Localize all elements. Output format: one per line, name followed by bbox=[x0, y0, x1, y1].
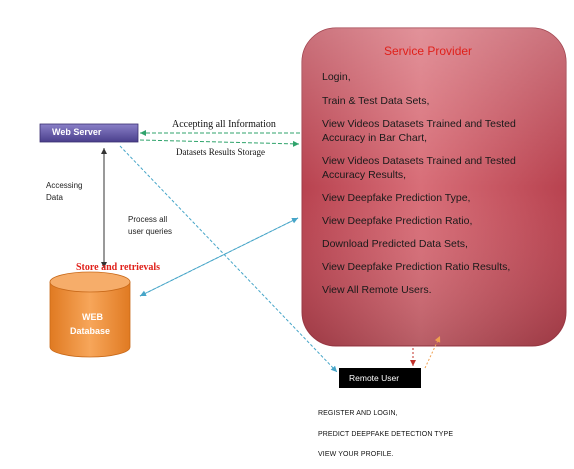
edge-label-process-all: Process all bbox=[128, 215, 168, 224]
edge-label-results-storage: Datasets Results Storage bbox=[176, 147, 265, 157]
remote-user-box bbox=[339, 368, 421, 388]
edge-label-user-queries: user queries bbox=[128, 227, 173, 236]
edge-results-storage bbox=[139, 139, 300, 147]
sp-item-login: Login, bbox=[322, 71, 351, 83]
ru-item-register: REGISTER AND LOGIN, bbox=[318, 410, 398, 417]
edge-db-provider bbox=[139, 217, 299, 297]
sp-item-ratio-results: View Deepfake Prediction Ratio Results, bbox=[322, 261, 511, 273]
sp-item-accuracy-line1: View Videos Datasets Trained and Tested bbox=[322, 155, 516, 167]
ru-item-predict: PREDICT DEEPFAKE DETECTION TYPE bbox=[318, 431, 454, 438]
edge-provider-db bbox=[139, 217, 299, 297]
web-server-label: Web Server bbox=[52, 127, 102, 137]
service-provider-box bbox=[301, 27, 567, 347]
edge-label-accessing: Accessing bbox=[46, 181, 83, 190]
edge-label-accepting-info: Accepting all Information bbox=[172, 119, 276, 130]
edge-remote-provider bbox=[424, 335, 441, 369]
sp-item-accuracy-line2: Accuracy Results, bbox=[322, 169, 407, 181]
sp-item-bar-chart-line2: Accuracy in Bar Chart, bbox=[322, 132, 428, 144]
remote-user-label: Remote User bbox=[349, 373, 400, 383]
web-server-box bbox=[39, 123, 139, 143]
sp-item-bar-chart-line1: View Videos Datasets Trained and Tested bbox=[322, 118, 516, 130]
sp-item-prediction-ratio: View Deepfake Prediction Ratio, bbox=[322, 215, 473, 227]
edge-label-store-retrievals: Store and retrievals bbox=[76, 262, 161, 273]
sp-item-prediction-type: View Deepfake Prediction Type, bbox=[322, 192, 471, 204]
edge-label-data: Data bbox=[46, 193, 63, 202]
sp-item-remote-users: View All Remote Users. bbox=[322, 284, 432, 296]
database-label-web: WEB bbox=[82, 312, 103, 322]
sp-item-download: Download Predicted Data Sets, bbox=[322, 238, 468, 250]
edge-server-to-remote bbox=[119, 145, 338, 373]
sp-item-train-test: Train & Test Data Sets, bbox=[322, 95, 430, 107]
service-provider-title: Service Provider bbox=[384, 44, 473, 58]
ru-item-profile: VIEW YOUR PROFILE. bbox=[318, 451, 394, 458]
database-cylinder bbox=[49, 271, 131, 358]
database-label-database: Database bbox=[70, 326, 111, 336]
